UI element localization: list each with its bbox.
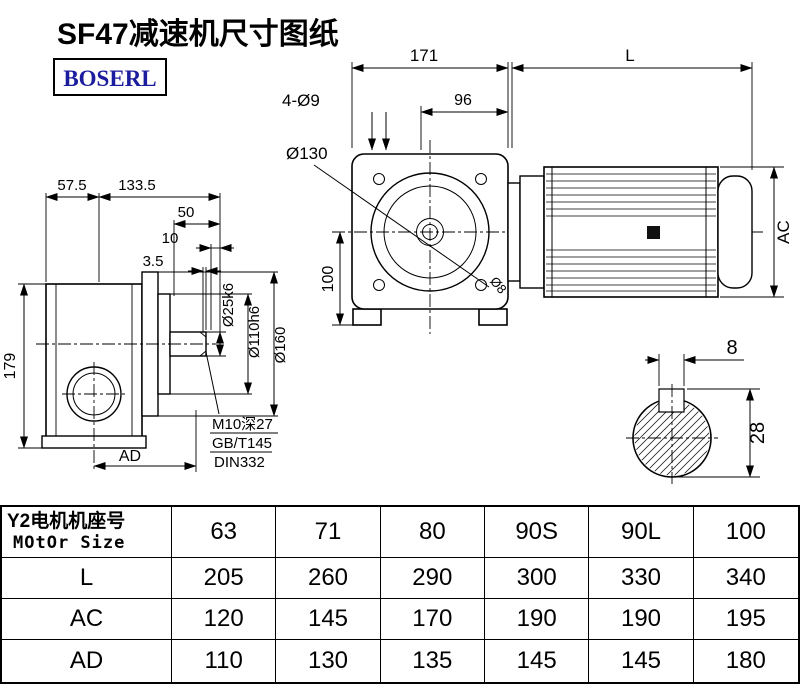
keyway-slot xyxy=(658,388,685,413)
motor-size-value: 80 xyxy=(380,507,485,558)
dim-50: 50 xyxy=(178,204,195,221)
dim-housing-height: 179 xyxy=(2,353,19,380)
motor-body xyxy=(543,166,719,298)
motor-size-label-en: MOtOr Size xyxy=(13,533,126,554)
dim-key-width: 8 xyxy=(726,337,737,359)
AD-value: 180 xyxy=(725,647,766,674)
dim-motor-length: L xyxy=(625,46,634,65)
motor-size-value: 90L xyxy=(589,507,694,558)
foot-left xyxy=(352,308,382,326)
row-label-AC: AC xyxy=(2,599,172,640)
technical-drawing: SF47减速机尺寸图纸 BOSERL 171 96 4-Ø9 Ø130 xyxy=(2,18,793,484)
AD-value: 135 xyxy=(381,640,485,682)
L-value: 290 xyxy=(380,558,485,599)
nameplate xyxy=(647,226,660,239)
dim-mounting-holes: 4-Ø9 xyxy=(282,91,320,110)
AC-value: 195 xyxy=(693,599,798,640)
AD-value: 145 xyxy=(589,640,694,682)
motor-size-value: 63 xyxy=(172,507,277,558)
motor-size-value: 71 xyxy=(276,507,381,558)
L-value: 205 xyxy=(172,558,277,599)
dim-shaft-end-dist: AD xyxy=(119,448,141,465)
table-header-motor-size: Y2电机机座号 MOtOr Size xyxy=(2,507,172,558)
motor-size-value: 100 xyxy=(693,507,798,558)
motor-size-value: 90S xyxy=(485,507,590,558)
L-value: 260 xyxy=(276,558,381,599)
note-standard-gb: GB/T145 xyxy=(212,435,272,452)
bolt-hole xyxy=(373,173,385,185)
brand-box xyxy=(53,58,167,96)
AC-value: 190 xyxy=(589,599,694,640)
AC-value: 145 xyxy=(276,599,381,640)
dim-flange-offset: 96 xyxy=(454,92,472,109)
dim-flange-dia: Ø130 xyxy=(286,144,328,163)
L-value: 340 xyxy=(693,558,798,599)
title-block: SF47减速机尺寸图纸 BOSERL xyxy=(53,18,339,96)
AC-value: 120 xyxy=(172,599,277,640)
L-value: 330 xyxy=(589,558,694,599)
bolt-hole xyxy=(373,279,385,291)
input-flange xyxy=(507,182,521,282)
motor-size-label-cn: Y2电机机座号 xyxy=(7,510,126,532)
AC-value: 190 xyxy=(485,599,590,640)
dim-motor-height: AC xyxy=(774,220,793,244)
dim-10: 10 xyxy=(162,230,179,247)
dim-133-5: 133.5 xyxy=(118,177,156,194)
motor-view: L AC xyxy=(507,46,793,298)
AC-value: 170 xyxy=(380,599,485,640)
dim-3-5: 3.5 xyxy=(143,253,164,270)
dim-spigot-dia: Ø110h6 xyxy=(246,306,263,358)
dimension-table: Y2电机机座号 MOtOr Size 63 71 80 90S 90L 100 … xyxy=(0,505,800,684)
dim-output-flange-dia: Ø160 xyxy=(272,327,289,364)
foot-right xyxy=(478,308,508,326)
AD-value: 130 xyxy=(276,640,381,682)
bolt-hole xyxy=(475,173,487,185)
page-title: SF47减速机尺寸图纸 xyxy=(57,18,339,51)
motor-adapter xyxy=(519,175,545,289)
fan-cover xyxy=(717,175,753,289)
dim-housing-width: 171 xyxy=(410,46,438,65)
brand-logo: BOSERL xyxy=(63,66,156,91)
shaft-section-view: 8 28 xyxy=(626,337,769,484)
note-standard-din: DIN332 xyxy=(214,454,265,471)
AD-value: 145 xyxy=(485,640,590,682)
side-view: 57.5 133.5 50 10 3.5 179 Ø25k6 Ø110h6 xyxy=(2,177,289,472)
dim-key-height: 28 xyxy=(747,422,769,444)
AD-value: 110 xyxy=(172,640,277,682)
dim-57-5: 57.5 xyxy=(57,177,86,194)
note-tapped-hole: M10深27 xyxy=(212,416,273,433)
row-label-AD: AD xyxy=(2,640,172,682)
motor-fins xyxy=(546,173,716,292)
dim-shaft-dia: Ø25k6 xyxy=(220,283,237,327)
dim-center-height: 100 xyxy=(320,266,337,293)
row-label-L: L xyxy=(2,558,172,599)
L-value: 300 xyxy=(485,558,590,599)
